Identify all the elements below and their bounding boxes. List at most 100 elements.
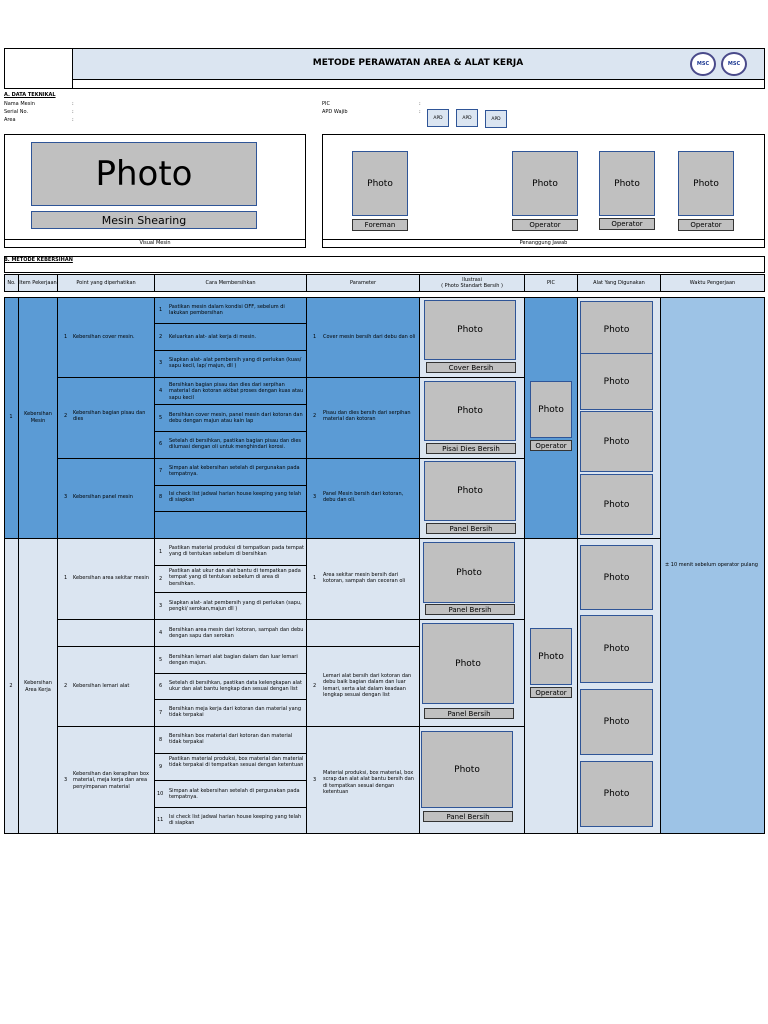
row-no: 2 [9,683,13,690]
step-number: 3 [159,603,163,609]
step-number: 2 [159,334,163,340]
step-text: Bersihkan cover mesin, panel mesin dari … [169,412,303,425]
param-text: Lemari alat bersih dari kotoran dan debu… [323,673,412,698]
ilus-header-1: Ilustrasi [462,277,482,283]
resp-caption: Operator [599,218,655,230]
ilustrasi-photo: Photo [422,623,514,704]
colon: : [72,101,74,107]
param-text: Panel Mesin bersih dari kotoran, debu da… [323,491,404,504]
responsible-box [322,134,765,248]
param-number: 3 [313,494,317,500]
ilustrasi-photo: Photo [424,381,516,441]
step-number: 7 [159,468,163,474]
pic-caption: Operator [530,440,572,451]
point-number: 3 [64,777,68,783]
step-text: Siapkan alat- alat pembersih yang di per… [169,357,302,370]
alat-photo: Photo [580,301,653,358]
resp-photo: Photo [599,151,655,216]
step-text: Isi check list jadwal harian house keepi… [169,814,302,827]
ilustrasi-photo: Photo [421,731,513,808]
visual-mesin-box [4,134,306,248]
colon: : [419,101,421,107]
param-number: 3 [313,777,317,783]
ilustrasi-photo: Photo [424,461,516,521]
pic-photo: Photo [530,628,572,685]
col-header-cara: Cara Membersihkan [154,274,307,292]
ilustrasi-photo: Photo [424,300,516,360]
logo-1-text: MSC [696,61,710,67]
ilustrasi-caption: Cover Bersih [426,362,516,373]
step-text: Bersihkan box material dari kotoran dan … [169,733,293,746]
step-number: 1 [159,307,163,313]
alat-photo: Photo [580,474,653,535]
apd-badge: APD [485,110,507,128]
point-text: Kebersihan lemari alat [73,683,130,689]
label-pic: PIC [322,101,330,107]
resp-caption: Operator [512,219,578,231]
waktu-pengerjaan: ± 10 menit sebelum operator pulang [665,562,758,568]
ilustrasi-caption: Panel Bersih [425,604,515,615]
step-number: 11 [157,817,164,823]
step-text: Simpan alat kebersihan setelah di pergun… [169,788,300,801]
step-text: Bersihkan lemari alat bagian dalam dan l… [169,654,298,667]
resp-photo: Photo [678,151,734,216]
step-number: 9 [159,764,163,770]
ilustrasi-caption: Panel Bersih [424,708,514,719]
step-number: 6 [159,441,163,447]
alat-photo: Photo [580,353,653,410]
machine-photo: Photo [31,142,257,206]
point-number: 1 [64,575,68,581]
visual-mesin-label: Visual Mesin [139,240,171,246]
param-number: 1 [313,575,317,581]
point-text: Kebersihan bagian pisau dan dies [73,410,146,423]
param-text: Material produksi, box material, box scr… [323,770,414,795]
step-text: Bersihkan meja kerja dari kotoran dan ma… [169,706,302,719]
ilustrasi-caption: Pisai Dies Bersih [426,443,516,454]
point-number: 2 [64,683,68,689]
param-number: 2 [313,683,317,689]
group-2-bg [4,539,661,834]
waktu-col-bg [660,297,765,834]
company-logo-1: MSC [690,52,716,76]
item-pekerjaan: Kebersihan Mesin [24,411,52,424]
col-header-point: Point yang diperhatikan [57,274,155,292]
section-a-title: A. DATA TEKNIKAL [4,92,56,98]
page-title: METODE PERAWATAN AREA & ALAT KERJA [312,58,524,68]
step-number: 1 [159,549,163,555]
step-number: 4 [159,630,163,636]
pic-photo: Photo [530,381,572,438]
step-text: Setelah di bersihkan, pastikan bagian pi… [169,438,302,451]
machine-name: Mesin Shearing [31,211,257,229]
logo-2-text: MSC [727,61,741,67]
apd-badge: APD [456,109,478,127]
step-text: Pastikan material produksi, box material… [169,756,304,769]
header-box [4,48,765,89]
point-text: Kebersihan panel mesin [73,494,133,500]
col-header-pic: PIC [524,274,578,292]
apd-badge: APD [427,109,449,127]
point-text: Kebersihan area sekitar mesin [73,575,149,581]
cleaning-table [4,297,765,834]
ilus-header-2: ( Photo Standart Bersih ) [441,283,503,289]
machine-photo-text: Photo [95,154,193,194]
step-text: Keluarkan alat- alat kerja di mesin. [169,334,257,340]
alat-photo: Photo [580,411,653,472]
step-text: Isi check list jadwal harian house keepi… [169,491,302,504]
step-number: 6 [159,683,163,689]
ilustrasi-caption: Panel Bersih [423,811,513,822]
row-no: 1 [9,414,13,421]
ilustrasi-caption: Panel Bersih [426,523,516,534]
param-text: Area sekitar mesin bersih dari kotoran, … [323,572,406,585]
param-number: 1 [313,334,317,340]
step-text: Pastikan material produksi di tempatkan … [169,545,304,558]
col-header-waktu: Waktu Pengerjaan [660,274,765,292]
colon: : [72,109,74,115]
machine-name-text: Mesin Shearing [101,213,187,227]
label-nama-mesin: Nama Mesin [4,101,35,107]
step-text: Pastikan mesin dalam kondisi OFF, sebelu… [169,304,285,317]
point-text: Kebersihan dan kerapihan box material, m… [73,771,149,790]
ilustrasi-photo: Photo [423,542,515,603]
step-number: 5 [159,657,163,663]
step-number: 3 [159,360,163,366]
responsible-label: Penanggung Jawab [519,240,568,246]
